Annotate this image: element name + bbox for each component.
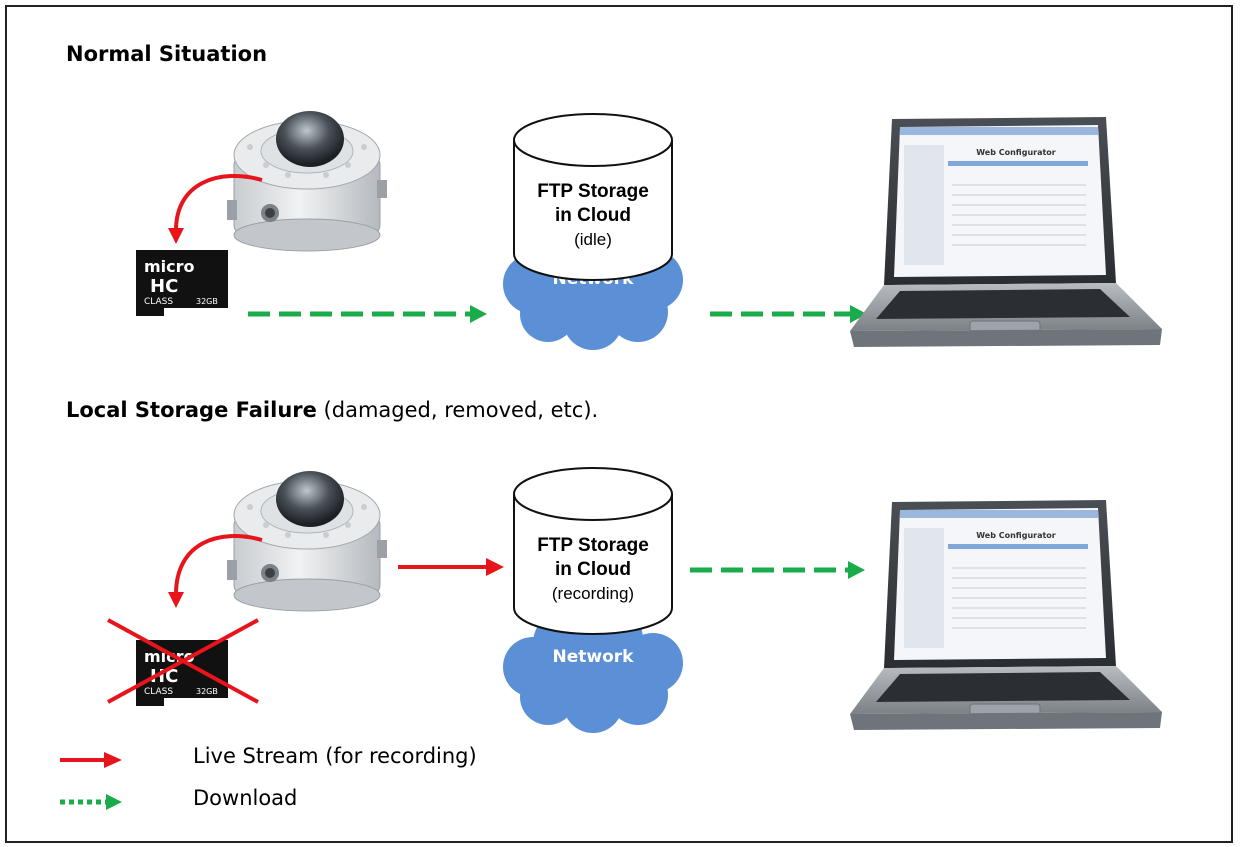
sd-logo: HC [150, 666, 178, 687]
failure-cross-icon [107, 618, 259, 704]
storage-line1: FTP Storage [537, 181, 649, 202]
database-cylinder-icon [513, 467, 673, 635]
storage-state: (idle) [574, 230, 612, 249]
sd-class: CLASS [144, 297, 173, 307]
laptop-icon: Web Configurator [848, 115, 1166, 351]
storage-label: FTP Storage in Cloud (idle) [512, 180, 674, 252]
sd-brand: micro [144, 257, 195, 276]
network-label: Network [552, 647, 634, 667]
section-heading-failure: Local Storage Failure (damaged, removed,… [66, 398, 598, 422]
download-arrow [690, 561, 865, 579]
legend-label: Download [193, 786, 298, 810]
legend-item-download: Download [60, 786, 660, 816]
sd-capacity: 32GB [196, 297, 218, 306]
sd-logo: HC [150, 276, 178, 297]
sd-class: CLASS [144, 687, 173, 697]
database-cylinder-icon [513, 113, 673, 281]
storage-line1: FTP Storage [537, 535, 649, 556]
laptop-screen-title: Web Configurator [976, 531, 1056, 540]
legend-item-live-stream: Live Stream (for recording) [60, 744, 660, 774]
storage-state: (recording) [551, 584, 635, 603]
download-arrow [710, 305, 867, 323]
storage-label: FTP Storage in Cloud (recording) [512, 534, 674, 606]
section-heading-normal: Normal Situation [66, 42, 267, 66]
storage-line2: in Cloud [555, 559, 631, 580]
internal-record-arrow [168, 174, 263, 244]
dome-camera-icon [227, 111, 387, 252]
dotted-arrow-icon [60, 794, 122, 810]
sd-capacity: 32GB [196, 687, 218, 696]
live-stream-arrow [398, 558, 504, 576]
laptop-screen-title: Web Configurator [976, 148, 1056, 157]
storage-line2: in Cloud [555, 205, 631, 226]
heading-bold: Normal Situation [66, 42, 268, 66]
microsd-card-icon: micro HC CLASS 32GB [136, 250, 228, 316]
legend-label: Live Stream (for recording) [193, 744, 477, 768]
download-arrow [248, 305, 487, 323]
dome-camera-icon [227, 471, 387, 612]
heading-bold: Local Storage Failure [66, 398, 317, 422]
laptop-icon: Web Configurator [848, 498, 1166, 734]
heading-rest: (damaged, removed, etc). [316, 398, 599, 422]
solid-arrow-icon [60, 752, 122, 768]
internal-record-arrow [168, 534, 263, 608]
microsd-card-icon: micro HC CLASS 32GB [136, 640, 228, 706]
